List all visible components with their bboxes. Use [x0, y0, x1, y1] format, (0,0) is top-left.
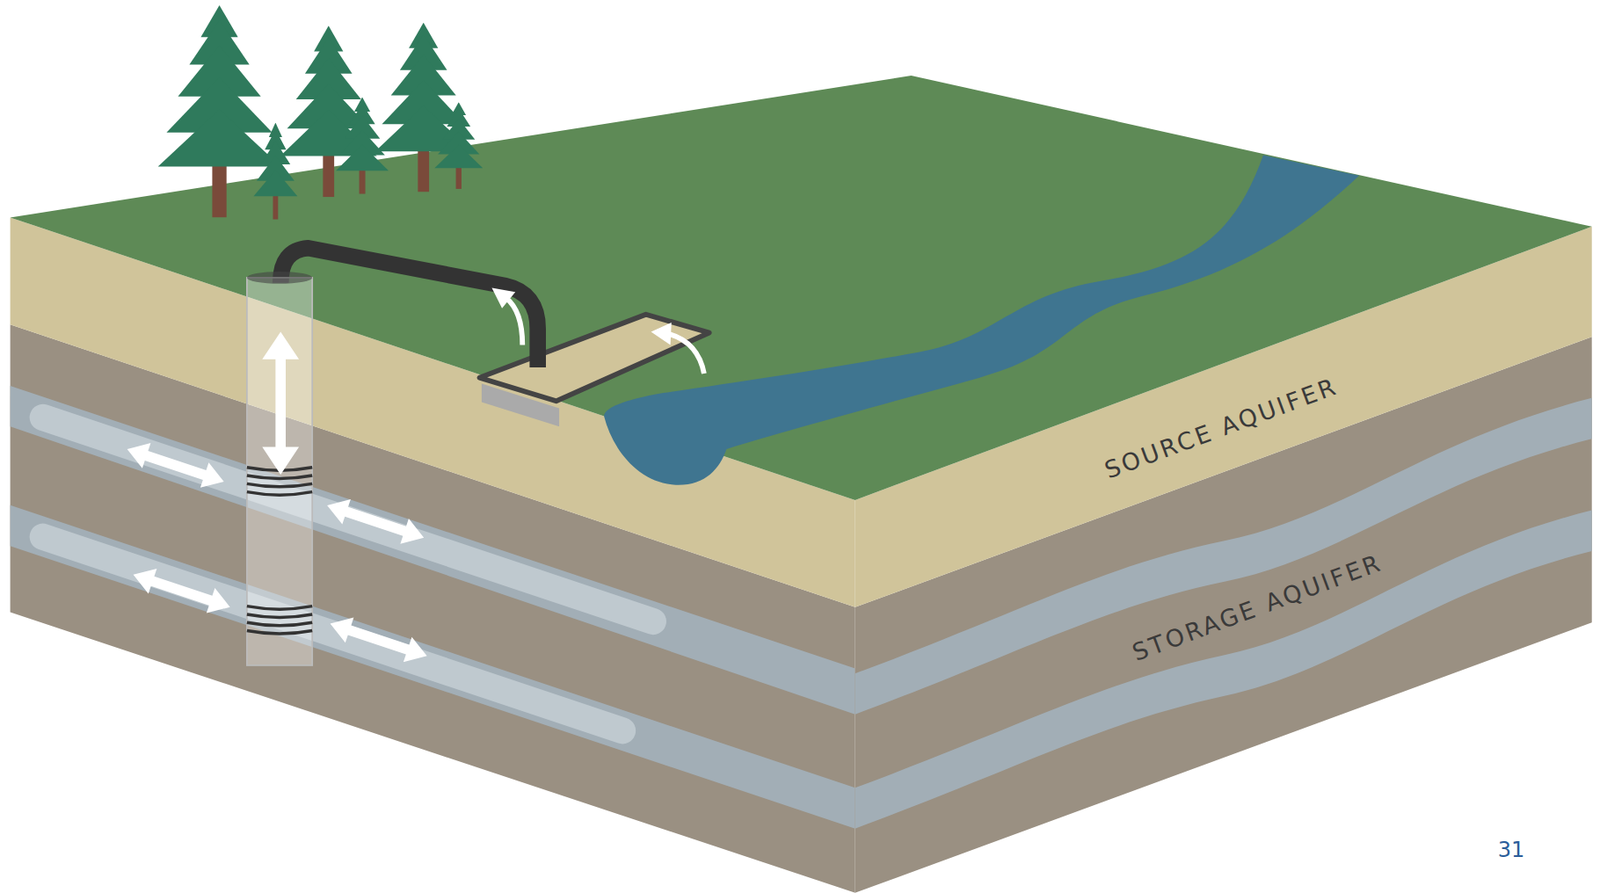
page-number: 31	[1498, 837, 1526, 863]
